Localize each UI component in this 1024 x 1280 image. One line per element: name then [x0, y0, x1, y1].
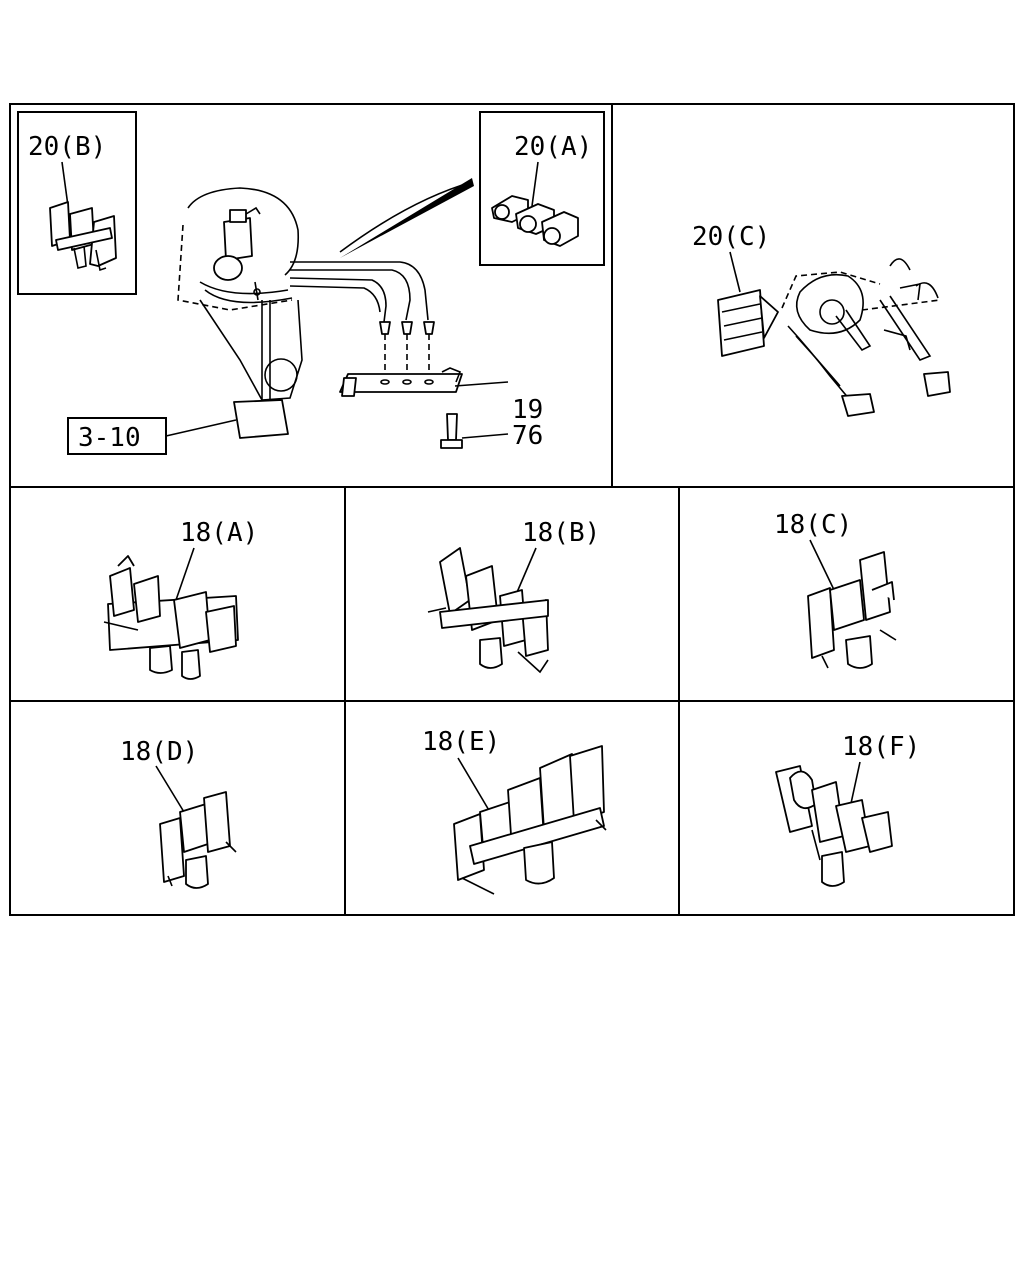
clip-20b	[49, 201, 117, 272]
clip-18a	[103, 555, 239, 680]
ref-3-10: 3-10	[67, 417, 237, 455]
label-20a: 20(A)	[514, 132, 592, 162]
pedal-assembly	[177, 187, 303, 439]
inset-20b: 20(B)	[17, 111, 137, 295]
label-18f: 18(F)	[842, 732, 920, 762]
bolt-76: 76	[440, 413, 543, 451]
label-76: 76	[512, 421, 543, 451]
label-18e: 18(E)	[422, 727, 500, 757]
label-3-10: 3-10	[78, 423, 141, 453]
panel-18d: 18(D)	[120, 737, 237, 889]
clip-18d	[159, 791, 237, 889]
pipe-unions	[379, 321, 435, 372]
label-18c: 18(C)	[774, 510, 852, 540]
panel-18c: 18(C)	[774, 510, 897, 669]
panel-20c: 20(C)	[692, 222, 951, 417]
panel-18e: 18(E)	[422, 727, 607, 895]
pedal-assembly-c	[781, 258, 951, 417]
panel-18b: 18(B)	[427, 518, 600, 674]
label-20b: 20(B)	[28, 132, 106, 162]
clip-20a	[491, 195, 579, 247]
bracket-19: 19	[339, 367, 543, 425]
clip-18c	[807, 551, 897, 669]
clip-18b	[427, 547, 549, 674]
clip-18f	[775, 765, 893, 887]
label-19: 19	[512, 395, 543, 425]
panel-main-assembly: 20(B) 20(A)	[17, 111, 605, 455]
label-18a: 18(A)	[180, 518, 258, 548]
clip-20c	[717, 289, 779, 357]
label-18b: 18(B)	[522, 518, 600, 548]
clip-18e	[453, 745, 607, 895]
label-20c: 20(C)	[692, 222, 770, 252]
panel-18f: 18(F)	[775, 732, 920, 887]
diagram-frame	[9, 103, 1015, 916]
panel-18a: 18(A)	[103, 518, 258, 680]
brake-pipes	[289, 178, 474, 372]
inset-20a: 20(A)	[479, 111, 605, 266]
label-18d: 18(D)	[120, 737, 198, 767]
